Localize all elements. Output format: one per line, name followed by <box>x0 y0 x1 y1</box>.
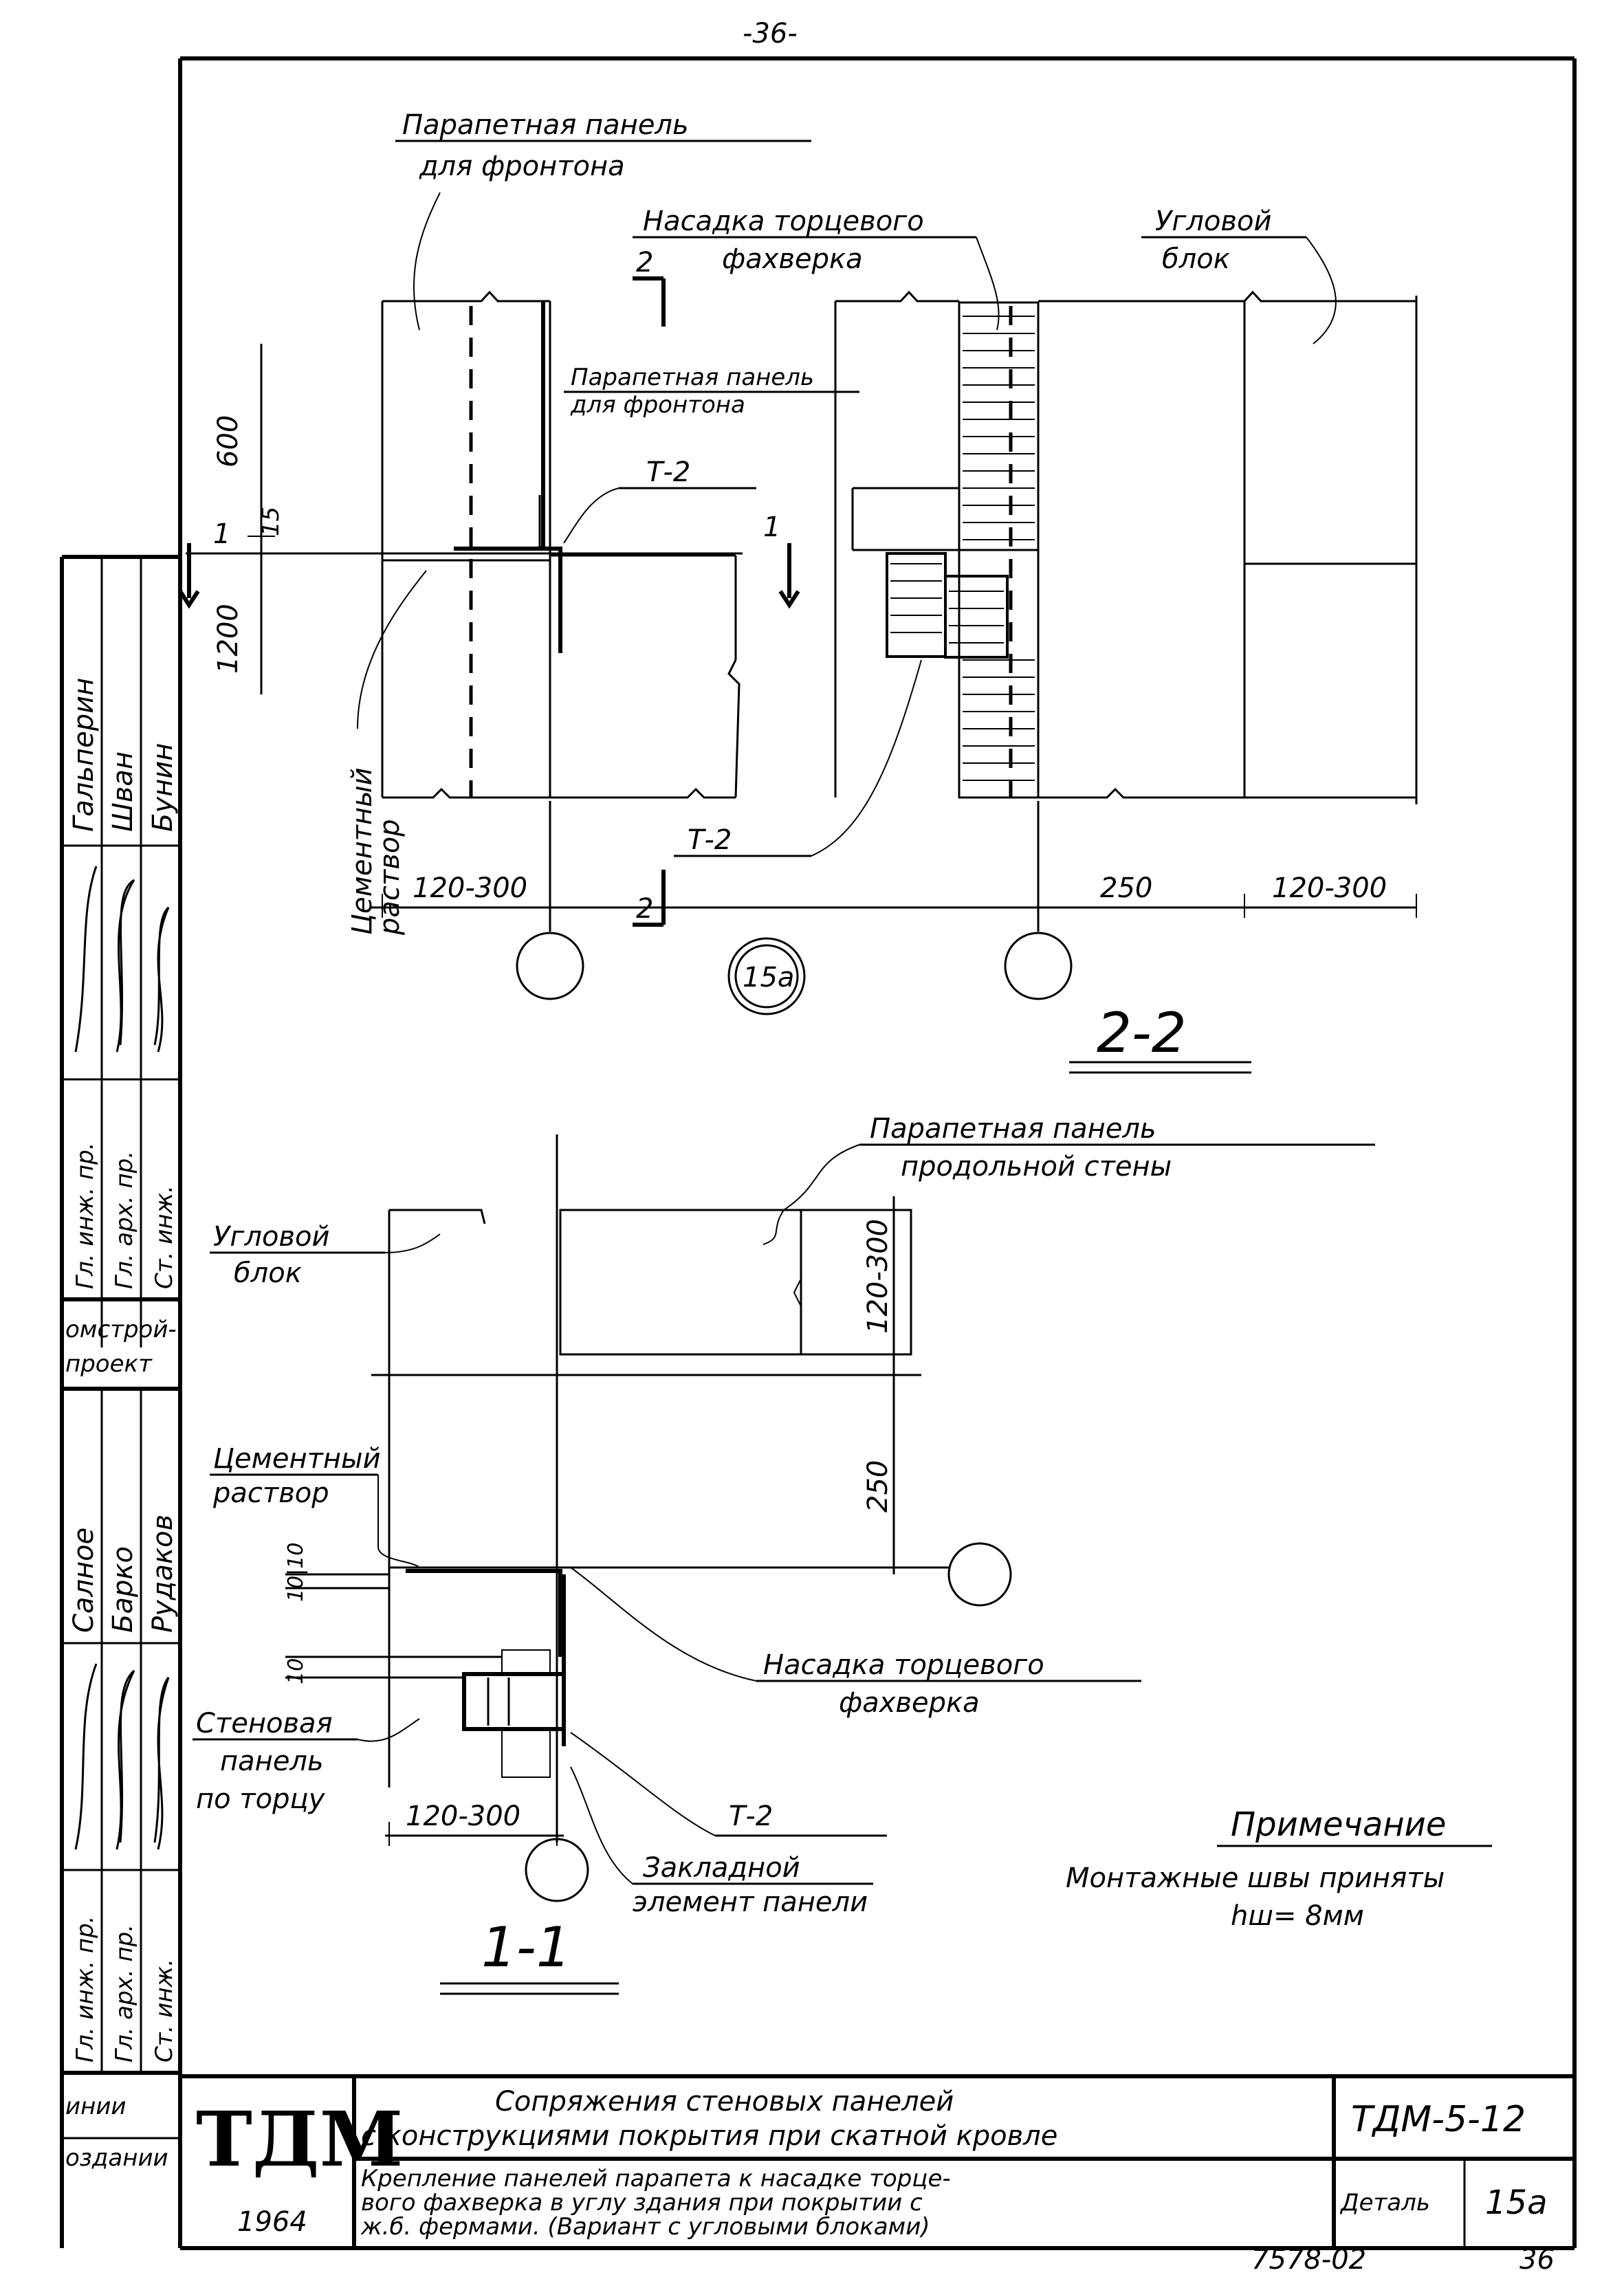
stamp-name-bottom-3: Рудаков <box>147 1515 179 1633</box>
dim-120-300-right: 120-300 <box>1272 872 1387 904</box>
dim-15: 15 <box>257 507 285 536</box>
title-line-4: вого фахверка в углу здания при покрытии… <box>361 2189 923 2216</box>
stamp-name-top-1: Гальперин <box>68 678 100 832</box>
label-uglovoy-1: Угловой <box>1155 206 1271 237</box>
label-parapet-long-2: продольной стены <box>901 1151 1172 1182</box>
stamp-role-bottom-1: Гл. инж. пр. <box>72 1916 99 2062</box>
note-formula: hш= 8мм <box>1231 1900 1364 1932</box>
dim-250-v: 250 <box>862 1460 894 1512</box>
signature-5 <box>116 1669 135 1850</box>
t2-plate <box>886 552 947 658</box>
signature-3 <box>153 906 170 1053</box>
detail-bubble <box>727 937 806 1015</box>
sheet-number: 36 <box>1519 2244 1555 2274</box>
drawing-code: ТДМ-5-12 <box>1351 2099 1526 2140</box>
stamp-role-bottom-2: Гл. арх. пр. <box>111 1924 138 2062</box>
year: 1964 <box>237 2206 307 2238</box>
view-title-1-1: 1-1 <box>481 1915 571 1979</box>
title-line-2: с конструкциями покрытия при скатной кро… <box>361 2120 1057 2152</box>
axis-bubble-1-1-bottom <box>525 1838 589 1902</box>
label-t2-bottom: Т-2 <box>688 824 732 856</box>
label-cement-1-2: раствор <box>212 1477 329 1509</box>
stamp-org-1: омстрой- <box>65 1316 177 1343</box>
label-nasadka-2: фахверка <box>722 243 863 275</box>
stamp-role-top-1: Гл. инж. пр. <box>72 1143 99 1289</box>
label-nasadka-1: Насадка торцевого <box>643 206 924 237</box>
dim-120-300-v: 120-300 <box>862 1219 894 1334</box>
stamp-role-top-2: Гл. арх. пр. <box>111 1151 138 1289</box>
title-block: ТДМ 1964 Сопряжения стеновых панелей с к… <box>180 2074 1574 2248</box>
sheet-frame <box>178 56 1577 2250</box>
label-parapet-fronton-2: для фронтона <box>419 151 625 182</box>
detail-value: 15а <box>1485 2184 1548 2222</box>
dim-10-10: 10|10 <box>284 1543 308 1602</box>
axis-bubble-left <box>516 932 584 1000</box>
stamp-footer-2: оздании <box>65 2144 168 2172</box>
dim-small: 10 <box>284 1658 308 1684</box>
logo: ТДМ <box>196 2095 403 2184</box>
stamp-role-top-3: Ст. инж. <box>151 1185 178 1289</box>
detail-label: Деталь <box>1339 2189 1430 2216</box>
signature-4 <box>74 1663 98 1850</box>
inventory-number: 7578-02 <box>1251 2244 1366 2274</box>
stamp-role-bottom-3: Ст. инж. <box>151 1959 178 2062</box>
signature-2 <box>116 879 135 1053</box>
stamp-name-top-3: Бунин <box>147 743 179 832</box>
note-block: Примечание Монтажные швы приняты hш= 8мм <box>1066 1805 1492 1932</box>
note-text: Монтажные швы приняты <box>1066 1862 1445 1894</box>
title-line-5: ж.б. фермами. (Вариант с угловыми блокам… <box>360 2213 930 2241</box>
dim-120-300-left: 120-300 <box>413 872 527 904</box>
label-t2-top: Т-2 <box>646 456 690 488</box>
axis-bubble-1-1-right <box>947 1542 1012 1607</box>
section-mark-2-bottom: 2 <box>636 893 653 925</box>
label-stenovaya-3: по торцу <box>196 1783 326 1815</box>
signature-6 <box>153 1677 170 1850</box>
axis-bubble-right <box>1004 932 1073 1000</box>
stamp-org-2: проект <box>65 1350 153 1378</box>
title-line-3: Крепление панелей парапета к насадке тор… <box>361 2165 951 2192</box>
note-heading: Примечание <box>1231 1805 1446 1844</box>
label-parapet-fronton-2-1: Парапетная панель <box>571 364 814 391</box>
label-uglovoy-1-1: Угловой <box>213 1221 329 1253</box>
dim-1200: 1200 <box>212 604 244 674</box>
label-uglovoy-2: блок <box>1162 243 1230 275</box>
dim-250: 250 <box>1100 872 1152 904</box>
label-cement-2: раствор <box>374 819 406 936</box>
title-line-1: Сопряжения стеновых панелей <box>495 2086 954 2118</box>
stamp-name-top-2: Шван <box>107 751 139 832</box>
dim-120-300-h: 120-300 <box>406 1801 520 1832</box>
label-uglovoy-1-2: блок <box>234 1257 302 1289</box>
view-title-2-2: 2-2 <box>1097 1001 1187 1065</box>
detail-bubble-label: 15а <box>743 962 794 993</box>
label-nasadka-1-1: Насадка торцевого <box>763 1649 1044 1681</box>
section-mark-1-right: 1 <box>763 512 780 543</box>
label-parapet-fronton-1: Парапетная панель <box>402 109 689 141</box>
label-zakladnoy-1: Закладной <box>643 1852 800 1884</box>
stamp-name-bottom-2: Барко <box>107 1546 139 1633</box>
view-2-2: 15а 120-300 250 120-300 600 15 1200 1 1 … <box>178 109 1418 1074</box>
label-cement-1-1: Цементный <box>213 1443 381 1475</box>
page-number: -36- <box>743 18 798 50</box>
stamp-name-bottom-1: Салное <box>68 1528 100 1633</box>
view-1-1: 120-300 250 10|10 10 120-300 Парапетная … <box>193 1113 1375 1995</box>
section-mark-1-left: 1 <box>213 518 230 550</box>
label-cement-1: Цементный <box>347 767 378 935</box>
signature-1 <box>74 866 98 1053</box>
side-stamp: Гальперин Шван Бунин Гл. инж. пр. Гл. ар… <box>60 555 180 2248</box>
section-mark-2-top: 2 <box>636 247 653 278</box>
dim-600: 600 <box>212 415 244 468</box>
label-zakladnoy-2: элемент панели <box>633 1886 868 1918</box>
label-parapet-long-1: Парапетная панель <box>870 1113 1156 1145</box>
label-parapet-fronton-2-2: для фронтона <box>570 391 745 419</box>
label-stenovaya-1: Стеновая <box>196 1708 333 1739</box>
stamp-footer-1: инии <box>65 2093 127 2120</box>
label-nasadka-1-2: фахверка <box>839 1687 980 1719</box>
label-t2-1-1: Т-2 <box>729 1801 773 1832</box>
label-stenovaya-2: панель <box>220 1746 324 1777</box>
